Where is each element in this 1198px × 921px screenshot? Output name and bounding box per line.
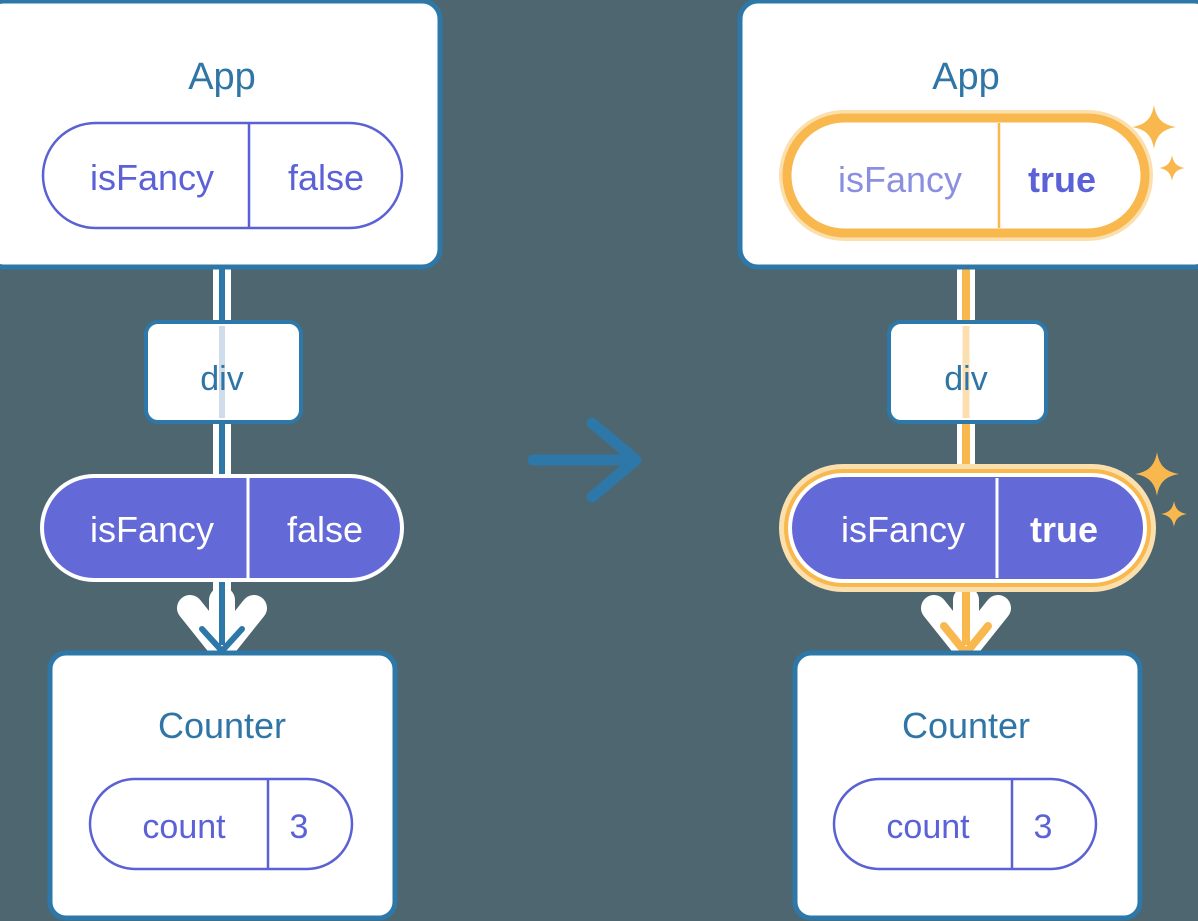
- pill-body: [832, 777, 1098, 871]
- div-label: div: [200, 360, 243, 398]
- pill-key: isFancy: [90, 157, 214, 198]
- app-title: App: [932, 56, 1000, 98]
- pill-value: true: [1030, 509, 1098, 550]
- counter-box-before: Counter count 3: [47, 650, 398, 921]
- pill-value: false: [288, 157, 364, 198]
- pill-key: isFancy: [838, 159, 962, 200]
- prop-pill-after: isFancy true: [779, 452, 1187, 592]
- counter-title: Counter: [158, 705, 286, 746]
- app-box-after: App isFancy true: [737, 0, 1198, 270]
- pill-key: isFancy: [841, 509, 965, 550]
- pill-body: [41, 121, 404, 230]
- pill-body: [40, 474, 404, 582]
- pill-value: 3: [290, 808, 309, 846]
- panel-before: App isFancy false div isFancy false: [0, 0, 443, 921]
- app-state-pill-after: isFancy true: [779, 110, 1153, 241]
- panel-after: App isFancy true div: [737, 0, 1198, 921]
- pill-value: 3: [1034, 808, 1053, 846]
- app-title: App: [188, 56, 256, 98]
- div-label: div: [944, 360, 987, 398]
- app-state-pill-before: isFancy false: [41, 121, 404, 230]
- pill-key: isFancy: [90, 509, 214, 550]
- counter-state-pill-before: count 3: [88, 777, 354, 871]
- pill-key: count: [886, 808, 970, 846]
- div-box-before: div: [144, 320, 303, 424]
- counter-state-pill-after: count 3: [832, 777, 1098, 871]
- pill-key: count: [142, 808, 226, 846]
- div-box-after: div: [887, 320, 1048, 424]
- counter-box-after: Counter count 3: [792, 650, 1143, 921]
- transition-arrow-icon: [527, 417, 642, 503]
- pill-value: true: [1028, 159, 1096, 200]
- pill-value: false: [287, 509, 363, 550]
- transition-arrow: [527, 417, 642, 503]
- pill-body: [788, 473, 1147, 583]
- pill-body: [88, 777, 354, 871]
- prop-pill-before: isFancy false: [40, 474, 404, 582]
- app-box-before: App isFancy false: [0, 0, 443, 270]
- pill-highlight-ring: [782, 113, 1150, 238]
- counter-title: Counter: [902, 705, 1030, 746]
